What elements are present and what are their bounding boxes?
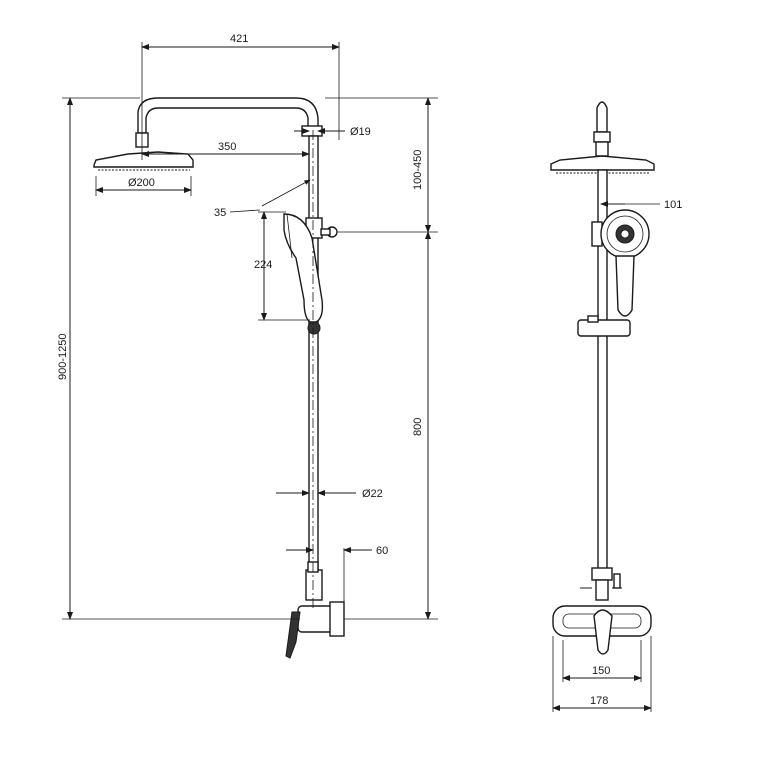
overhead-arm bbox=[137, 97, 319, 134]
shower-head-front bbox=[550, 155, 655, 171]
dim-mixer-inner-width: 150 bbox=[592, 665, 610, 677]
dim-handle-angle: 35 bbox=[214, 207, 226, 219]
riser-pipe bbox=[308, 135, 319, 571]
holder-front bbox=[577, 319, 631, 337]
dim-arm-reach: 350 bbox=[218, 141, 236, 153]
dim-head-diameter: Ø200 bbox=[128, 177, 155, 189]
dim-outlet-offset: 60 bbox=[376, 545, 388, 557]
arm-front bbox=[596, 101, 608, 133]
side-view: 421 350 Ø200 Ø19 100-450 35 224 900-1250 bbox=[57, 33, 438, 659]
front-view: 101 150 178 bbox=[550, 101, 682, 712]
dim-handle-length: 224 bbox=[254, 259, 272, 271]
diverter-body bbox=[305, 569, 323, 601]
dim-pipe-diameter: Ø22 bbox=[362, 488, 383, 500]
mixer-handle-front bbox=[593, 609, 613, 655]
dim-total-height: 900-1250 bbox=[57, 334, 69, 381]
dim-height-adjust: 100-450 bbox=[412, 150, 424, 190]
dim-bar-height: 800 bbox=[412, 418, 424, 436]
mixer-handle-side bbox=[285, 611, 301, 659]
dim-pipe-top-diameter: Ø19 bbox=[350, 126, 371, 138]
dim-handshower-offset: 101 bbox=[664, 199, 682, 211]
dim-overall-width: 421 bbox=[230, 33, 248, 45]
dim-mixer-outer-width: 178 bbox=[590, 695, 608, 707]
hand-shower-handle bbox=[615, 255, 635, 317]
